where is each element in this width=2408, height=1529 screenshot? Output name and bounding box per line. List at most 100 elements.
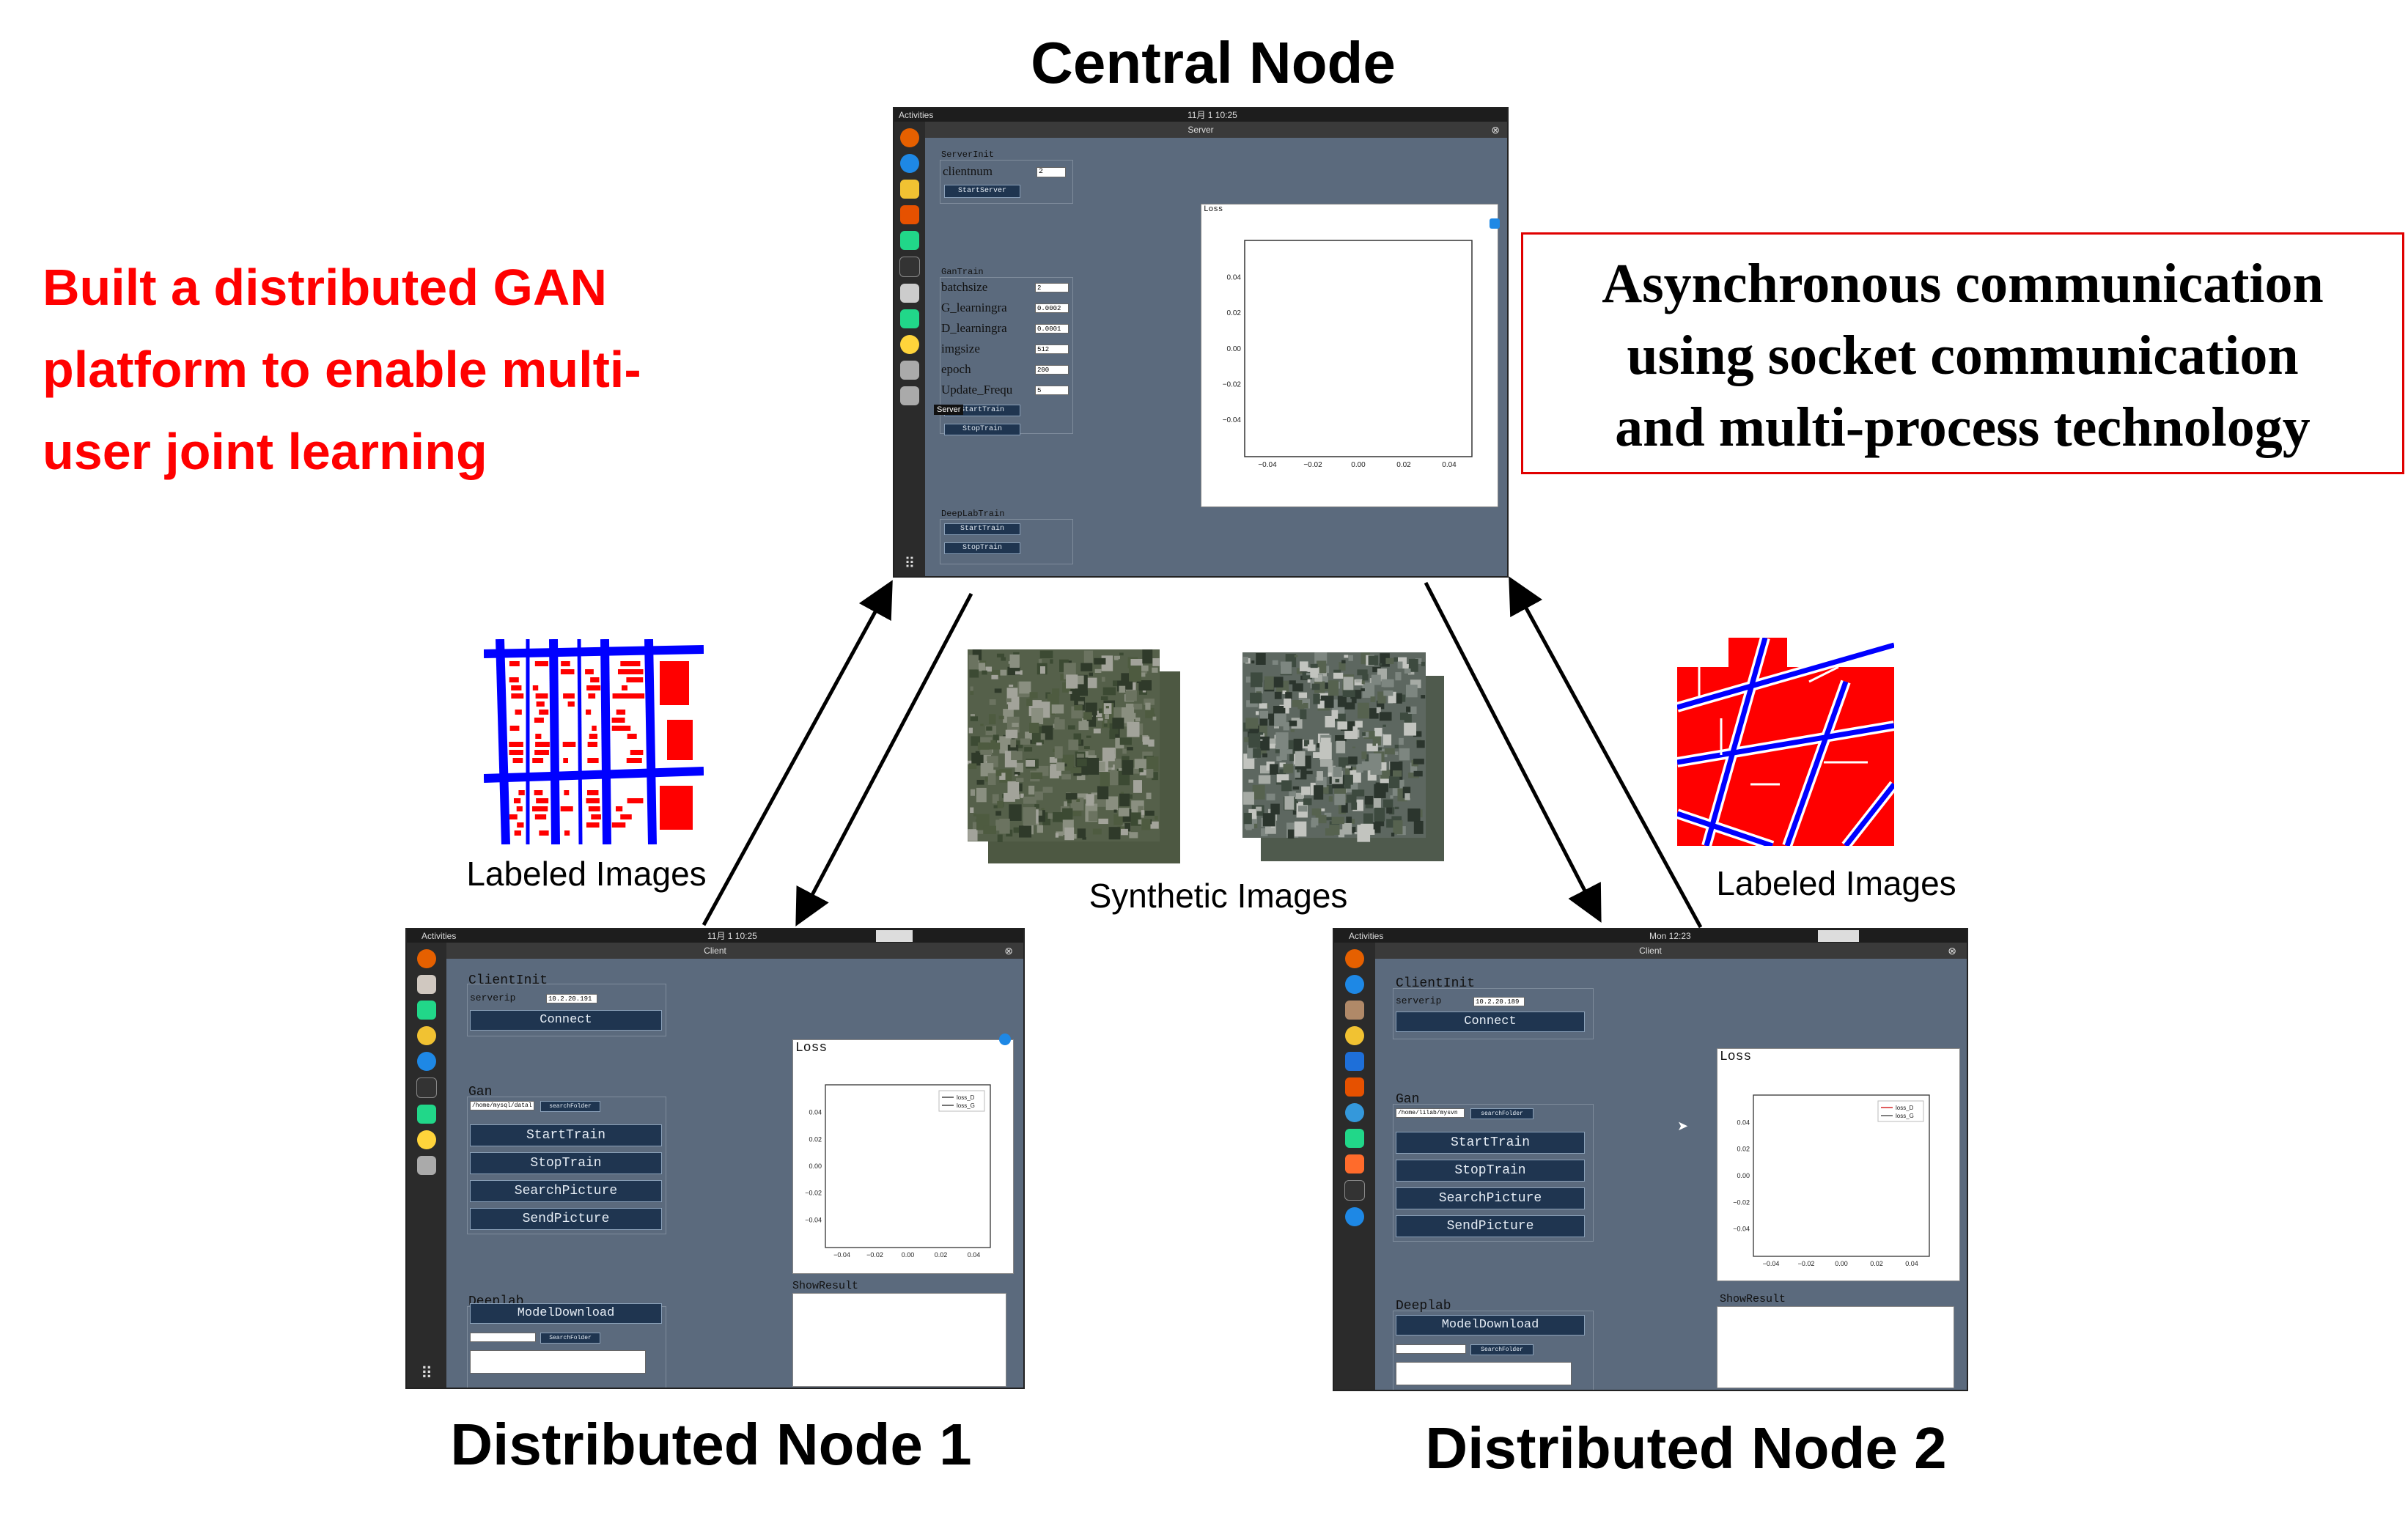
path-field[interactable]: /home/mysql/datal xyxy=(470,1101,534,1110)
search-folder-button[interactable]: searchFolder xyxy=(540,1101,600,1112)
search-folder-2-button[interactable]: SearchFolder xyxy=(1470,1344,1533,1355)
gantrain-param-field[interactable]: 2 xyxy=(1035,283,1069,292)
aerial-patch xyxy=(1246,700,1258,707)
teamviewer-icon[interactable] xyxy=(1345,975,1364,994)
close-icon[interactable]: ⊗ xyxy=(1948,945,1956,957)
files-icon[interactable] xyxy=(900,284,919,303)
deeplab-start-train-button[interactable]: StartTrain xyxy=(944,523,1020,535)
aerial-patch xyxy=(1009,654,1020,668)
pycharm-icon[interactable] xyxy=(1345,1129,1364,1148)
activities-label[interactable]: Activities xyxy=(421,931,457,941)
activities-label[interactable]: Activities xyxy=(899,110,934,120)
teamviewer-icon[interactable] xyxy=(900,154,919,173)
searchpicture-button[interactable]: SearchPicture xyxy=(1396,1187,1585,1209)
document-icon[interactable] xyxy=(1345,1052,1364,1071)
app-icon[interactable] xyxy=(1345,1154,1364,1174)
pycharm-icon[interactable] xyxy=(417,1001,436,1020)
pycharm-icon[interactable] xyxy=(417,1105,436,1124)
stop-train-button[interactable]: StopTrain xyxy=(944,424,1020,435)
stoptrain-button[interactable]: StopTrain xyxy=(470,1152,662,1174)
teamviewer-icon[interactable] xyxy=(417,1052,436,1071)
synthetic-image-2 xyxy=(1242,652,1444,861)
path-field[interactable]: /home/lilab/mysvn xyxy=(1396,1108,1465,1118)
terminal-icon[interactable] xyxy=(899,257,920,277)
firefox-icon[interactable] xyxy=(900,128,919,147)
close-icon[interactable]: ⊗ xyxy=(1491,124,1500,136)
aerial-patch xyxy=(1344,702,1355,710)
aerial-patch xyxy=(970,789,976,796)
rhythmbox-icon[interactable] xyxy=(417,1026,436,1045)
building xyxy=(586,822,600,828)
rhythmbox-icon[interactable] xyxy=(900,180,919,199)
disk-icon[interactable] xyxy=(417,1156,436,1175)
gantrain-param-field[interactable]: 0.0001 xyxy=(1035,324,1069,334)
firefox-icon[interactable] xyxy=(417,949,436,968)
sendpicture-button[interactable]: SendPicture xyxy=(470,1208,662,1230)
gantrain-param-field[interactable]: 200 xyxy=(1035,365,1069,375)
search-folder-2-button[interactable]: SearchFolder xyxy=(540,1333,600,1344)
aerial-patch xyxy=(1125,703,1134,714)
gantrain-param-field[interactable]: 0.0002 xyxy=(1035,303,1069,313)
sendpicture-button[interactable]: SendPicture xyxy=(1396,1215,1585,1237)
disk-icon[interactable] xyxy=(900,386,919,405)
app-grid-icon[interactable]: ⠿ xyxy=(904,556,916,572)
python-icon[interactable] xyxy=(900,335,919,354)
aerial-patch xyxy=(1015,794,1020,800)
y-tick-label: −0.04 xyxy=(1733,1226,1750,1233)
stoptrain-button[interactable]: StopTrain xyxy=(1396,1160,1585,1182)
searchpicture-button[interactable]: SearchPicture xyxy=(470,1180,662,1202)
tray-icons[interactable] xyxy=(1818,930,1859,942)
firefox-icon[interactable] xyxy=(1345,949,1364,968)
deeplab-stop-train-button[interactable]: StopTrain xyxy=(944,542,1020,554)
clientnum-field[interactable]: 2 xyxy=(1037,167,1066,177)
aerial-patch xyxy=(1112,707,1122,719)
app-grid-icon[interactable]: ⠿ xyxy=(420,1364,433,1382)
connect-button[interactable]: Connect xyxy=(470,1010,662,1031)
panel-toggle-icon[interactable] xyxy=(1490,218,1500,229)
tray-icons[interactable] xyxy=(876,930,913,942)
help-icon[interactable] xyxy=(1345,1103,1364,1122)
connect-button[interactable]: Connect xyxy=(1396,1012,1585,1032)
communication-line: Asynchronous communication xyxy=(1602,253,2324,314)
disk-icon[interactable] xyxy=(900,361,919,380)
close-icon[interactable]: ⊗ xyxy=(1004,945,1013,957)
start-server-button[interactable]: StartServer xyxy=(944,185,1020,198)
aerial-patch xyxy=(1061,754,1074,771)
terminal-icon[interactable] xyxy=(416,1077,437,1098)
search-folder-button[interactable]: searchFolder xyxy=(1470,1108,1533,1119)
y-tick-label: −0.02 xyxy=(805,1190,822,1197)
deeplab-log-area[interactable] xyxy=(470,1350,646,1374)
pycharm-icon[interactable] xyxy=(900,231,919,250)
aerial-patch xyxy=(1142,751,1153,760)
model-download-button[interactable]: ModelDownload xyxy=(1396,1315,1585,1335)
starttrain-button[interactable]: StartTrain xyxy=(470,1124,662,1146)
terminal-icon[interactable] xyxy=(1344,1180,1365,1201)
aerial-patch xyxy=(1259,710,1269,719)
serverip-field[interactable]: 10.2.20.191 xyxy=(546,994,597,1003)
deeplab-path-field[interactable] xyxy=(1396,1344,1466,1354)
aerial-patch xyxy=(1100,772,1110,786)
gantrain-param-field[interactable]: 512 xyxy=(1035,345,1069,354)
activities-label[interactable]: Activities xyxy=(1349,931,1384,941)
y-tick-label: 0.04 xyxy=(1227,273,1242,281)
python-icon[interactable] xyxy=(417,1130,436,1149)
aerial-patch xyxy=(1029,692,1038,699)
aerial-patch xyxy=(1152,772,1158,781)
teamviewer-icon[interactable] xyxy=(1345,1207,1364,1226)
gan-title: Gan xyxy=(1396,1092,1420,1107)
files-icon[interactable] xyxy=(1345,1001,1364,1020)
deeplab-log-area[interactable] xyxy=(1396,1362,1572,1385)
serverip-field[interactable]: 10.2.20.189 xyxy=(1473,997,1525,1006)
panel-toggle-icon[interactable] xyxy=(999,1034,1011,1045)
aerial-patch xyxy=(1086,804,1094,811)
rhythmbox-icon[interactable] xyxy=(1345,1026,1364,1045)
deeplab-path-field[interactable] xyxy=(470,1333,536,1342)
x-tick-label: −0.04 xyxy=(1763,1260,1780,1267)
software-center-icon[interactable] xyxy=(900,205,919,224)
model-download-button[interactable]: ModelDownload xyxy=(470,1303,662,1324)
starttrain-button[interactable]: StartTrain xyxy=(1396,1132,1585,1154)
gantrain-param-field[interactable]: 5 xyxy=(1035,386,1069,395)
pycharm-icon[interactable] xyxy=(900,309,919,328)
files-icon[interactable] xyxy=(417,975,436,994)
software-center-icon[interactable] xyxy=(1345,1077,1364,1097)
